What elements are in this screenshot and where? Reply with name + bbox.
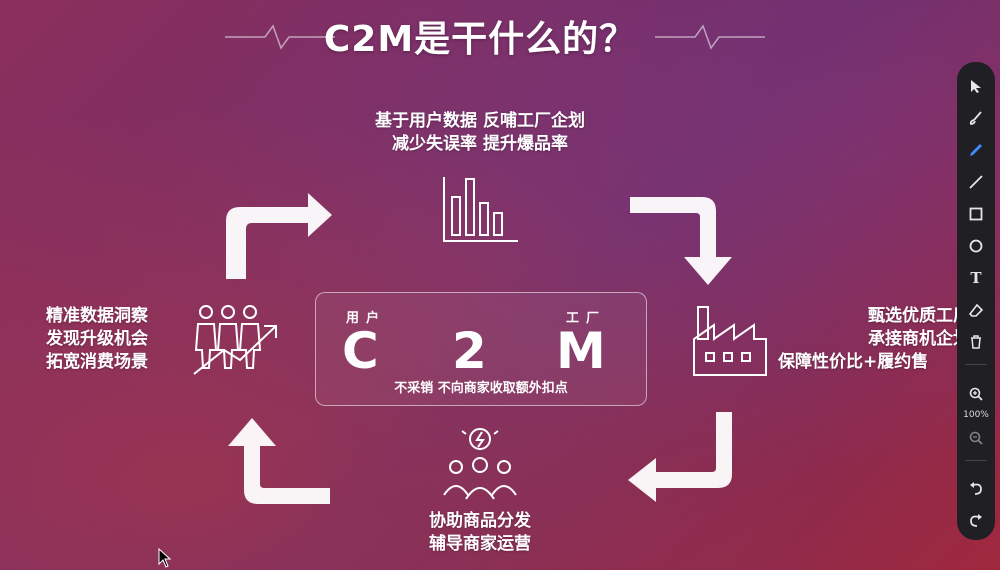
letter-c: C [342, 322, 379, 380]
team-idea-icon [443, 428, 517, 500]
slide-title: C2M是干什么的？ [323, 19, 637, 60]
bar-chart-icon [443, 177, 518, 242]
bottom-line-2: 辅导商家运营 [429, 534, 531, 554]
toolbar-divider [965, 364, 987, 365]
text-icon[interactable]: T [970, 269, 982, 287]
annotation-toolbar: T 100% [957, 62, 995, 540]
factory-label: 工厂 [566, 311, 607, 326]
people-growth-icon [193, 305, 277, 375]
mouse-cursor-icon [158, 548, 172, 568]
center-note: 不采销 不向商家收取额外扣点 [394, 381, 568, 396]
left-line-1: 精准数据洞察 [46, 306, 148, 326]
factory-icon [693, 306, 767, 376]
arrow-bottom-right [628, 412, 732, 502]
right-description: 甄选优质工厂 承接商机企划 保障性价比+履约售 [778, 305, 970, 374]
letter-m: M [556, 322, 606, 380]
line-icon[interactable] [961, 168, 991, 196]
top-description: 基于用户数据 反哺工厂企划 减少失误率 提升爆品率 [0, 110, 960, 156]
digit-2: 2 [452, 322, 487, 380]
zoom-out-icon[interactable] [961, 424, 991, 452]
right-line-2: 承接商机企划 [868, 329, 970, 349]
c2m-center-box: 用户 工厂 C 2 M 不采销 不向商家收取额外扣点 [315, 292, 647, 406]
trash-icon[interactable] [961, 328, 991, 356]
user-label: 用户 [346, 311, 387, 326]
right-line-3: 保障性价比+履约售 [778, 352, 929, 372]
arrow-top-left [226, 193, 332, 279]
right-line-1: 甄选优质工厂 [868, 306, 970, 326]
rectangle-icon[interactable] [961, 200, 991, 228]
pen-icon[interactable] [961, 136, 991, 164]
arrow-bottom-left [228, 418, 330, 504]
left-description: 精准数据洞察 发现升级机会 拓宽消费场景 [46, 305, 148, 374]
brush-icon[interactable] [961, 104, 991, 132]
bottom-line-1: 协助商品分发 [429, 511, 531, 531]
undo-icon[interactable] [961, 474, 991, 502]
select-arrow-icon[interactable] [961, 72, 991, 100]
eraser-icon[interactable] [961, 296, 991, 324]
title-decoration-left [225, 24, 335, 50]
redo-icon[interactable] [961, 506, 991, 534]
arrow-top-right [630, 197, 732, 285]
title-decoration-right [655, 24, 765, 50]
circle-icon[interactable] [961, 232, 991, 260]
left-line-2: 发现升级机会 [46, 329, 148, 349]
zoom-in-icon[interactable] [961, 380, 991, 408]
left-line-3: 拓宽消费场景 [46, 352, 148, 372]
bottom-description: 协助商品分发 辅导商家运营 [0, 510, 960, 556]
top-line-1: 基于用户数据 反哺工厂企划 [375, 111, 585, 131]
top-line-2: 减少失误率 提升爆品率 [392, 134, 568, 154]
toolbar-divider [965, 460, 987, 461]
zoom-level: 100% [963, 410, 989, 420]
